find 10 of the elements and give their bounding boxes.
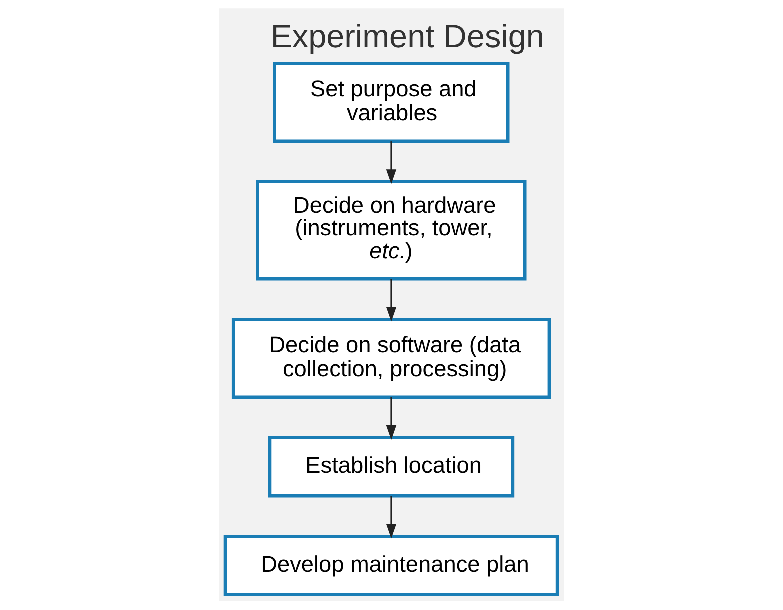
node-box: Develop maintenance plan <box>224 535 560 597</box>
diagram-title: Experiment Design <box>270 18 544 54</box>
node-box: Decide on software (data collection, processing) <box>232 318 552 399</box>
arrow <box>386 397 397 440</box>
node-box: Decide on hardware (instruments, tower, etc.) <box>256 180 527 281</box>
arrow <box>386 496 397 539</box>
node-box: Establish location <box>268 436 515 498</box>
node-box: Set purpose and variables <box>273 62 510 144</box>
arrow <box>386 142 397 184</box>
arrow <box>386 279 397 322</box>
